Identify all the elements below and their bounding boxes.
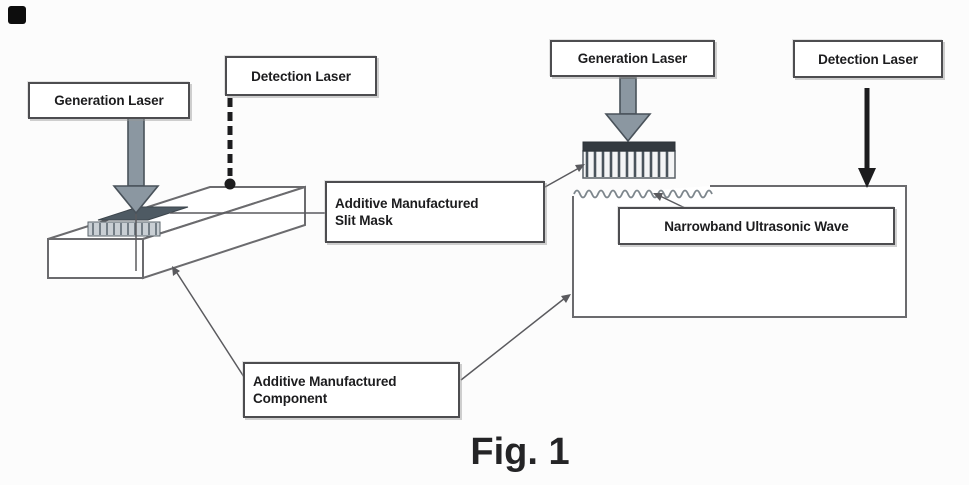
label-additive-manufactured-slit-mask: Additive Manufactured Slit Mask [325, 181, 545, 243]
comb-body [582, 150, 676, 179]
label-text: Generation Laser [577, 51, 688, 66]
label-detection-laser-right: Detection Laser [793, 40, 943, 78]
generation-laser-arrow-left-icon [112, 117, 160, 215]
label-text: Detection Laser [818, 51, 918, 67]
label-additive-manufactured-component: Additive Manufactured Component [243, 362, 460, 418]
scan-artifact-square [8, 6, 26, 24]
leader-narrowband-to-wave [653, 193, 686, 209]
leader-component-to-right-block [460, 294, 571, 381]
label-narrowband-ultrasonic-wave: Narrowband Ultrasonic Wave [618, 207, 895, 245]
label-text-line1: Additive Manufactured [253, 374, 397, 389]
comb-top-bar [582, 141, 676, 152]
label-text: Narrowband Ultrasonic Wave [664, 218, 849, 234]
label-text-line2: Component [253, 391, 328, 406]
right-slit-mask-comb [582, 141, 676, 179]
detection-laser-beam-right-icon [858, 88, 876, 188]
label-generation-laser-right: Generation Laser [550, 40, 715, 77]
leader-slit-mask-to-comb [544, 164, 585, 188]
comb-slits [585, 151, 669, 177]
detection-laser-beam-left-icon [224, 98, 236, 190]
label-text: Generation Laser [54, 93, 164, 108]
figure-caption: Fig. 1 [470, 431, 570, 473]
left-component-end-face [47, 238, 144, 279]
right-component-outline [572, 185, 907, 318]
label-text-line1: Additive Manufactured [335, 196, 479, 211]
generation-laser-arrow-right-icon [604, 77, 652, 143]
ultrasonic-wave-squiggle [573, 189, 713, 199]
left-component-3d-bar [47, 185, 306, 280]
label-detection-laser-left: Detection Laser [225, 56, 377, 96]
left-slit-mask-slits [92, 223, 157, 235]
left-slit-mask-top [97, 206, 189, 221]
label-text-line2: Slit Mask [335, 213, 393, 228]
label-generation-laser-left: Generation Laser [28, 82, 190, 119]
leader-component-to-left-bar [172, 266, 245, 378]
label-text: Detection Laser [251, 68, 351, 84]
